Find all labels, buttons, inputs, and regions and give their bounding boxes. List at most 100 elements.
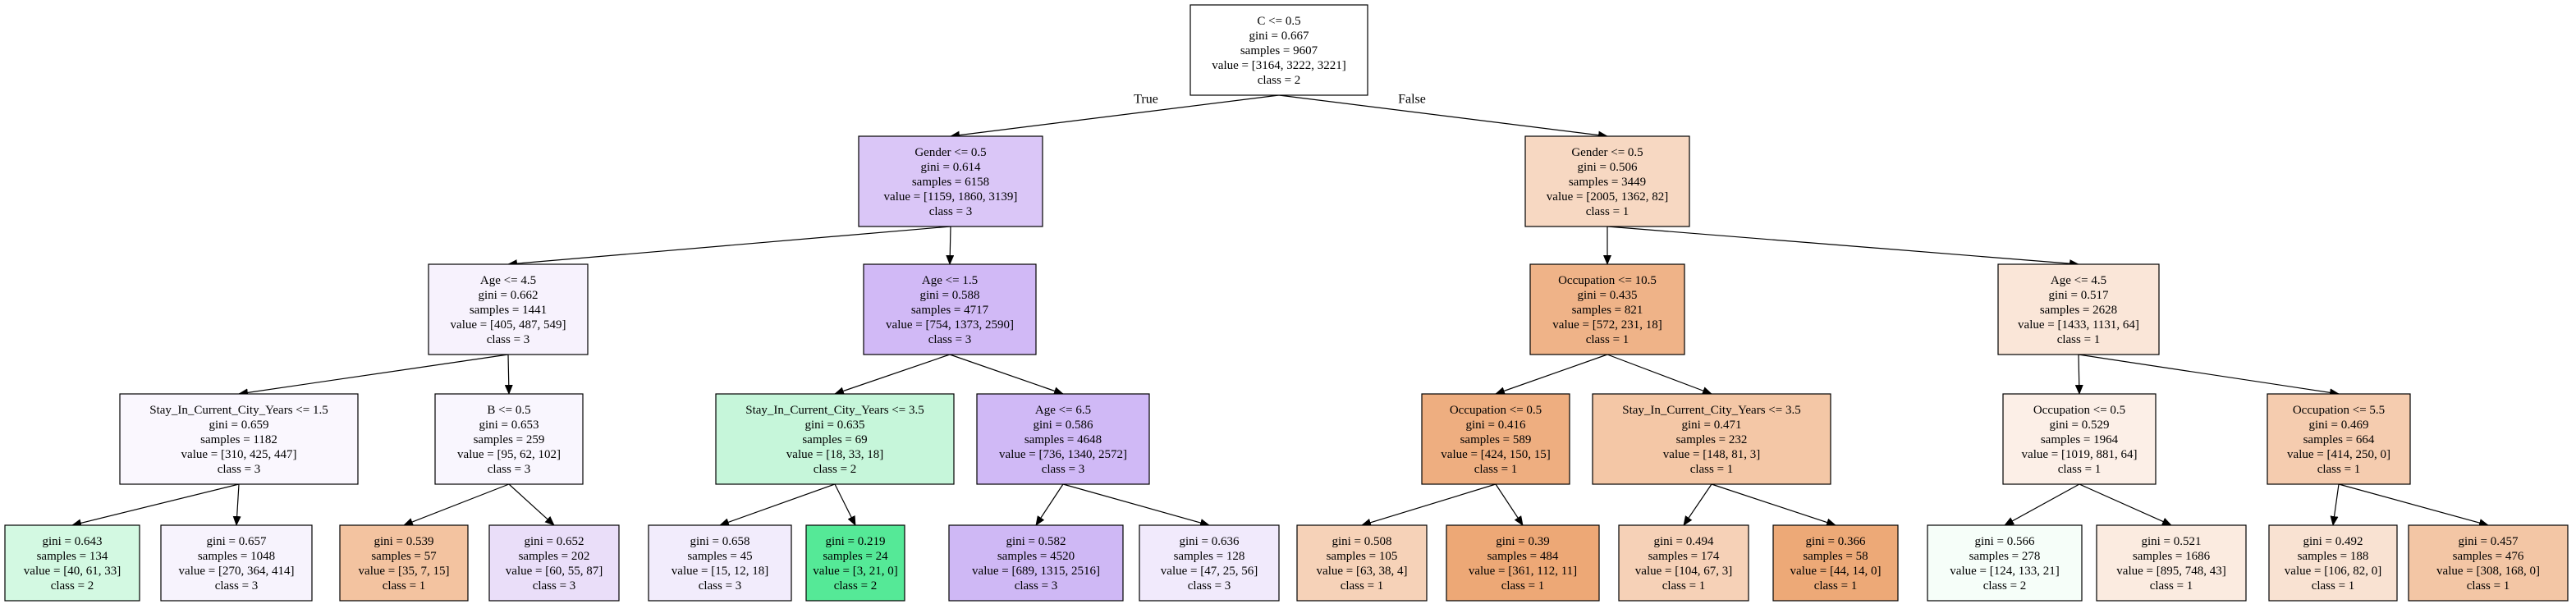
node-line: value = [15, 12, 18]	[672, 565, 768, 578]
node-box	[2408, 524, 2569, 602]
node-line: value = [270, 364, 414]	[179, 565, 295, 578]
edge-n0-n2	[1278, 94, 1608, 140]
node-line: samples = 188	[2298, 550, 2369, 563]
node-line: samples = 45	[687, 550, 752, 563]
node-line: value = [124, 133, 21]	[1950, 565, 2059, 578]
node-line: gini = 0.588	[919, 289, 979, 302]
node-box	[488, 524, 620, 602]
node-line: class = 3	[218, 463, 261, 476]
node-line: samples = 484	[1487, 550, 1559, 563]
node-line: class = 3	[928, 333, 972, 346]
node-line: samples = 174	[1648, 550, 1720, 563]
edge-n4-n9	[834, 354, 951, 396]
node-box	[1139, 524, 1280, 602]
node-line: samples = 202	[519, 550, 590, 563]
node-line: class = 2	[1983, 579, 2027, 593]
edge-n7-n16	[232, 483, 241, 526]
edge-n9-n20	[834, 483, 856, 526]
node-line: gini = 0.659	[209, 419, 268, 432]
node-line: gini = 0.586	[1033, 419, 1093, 432]
node-line: gini = 0.657	[206, 535, 267, 548]
node-line: samples = 476	[2453, 550, 2524, 563]
node-line: gini = 0.653	[479, 419, 539, 432]
node-line: gini = 0.529	[2049, 419, 2109, 432]
node-line: value = [106, 82, 0]	[2285, 565, 2381, 578]
node-line: class = 3	[1042, 463, 1085, 476]
node-line: gini = 0.366	[1805, 535, 1866, 548]
node-line: gini = 0.494	[1653, 535, 1714, 548]
node-line: gini = 0.658	[690, 535, 749, 548]
node-line: gini = 0.667	[1249, 30, 1309, 43]
edge-n13-n28	[2079, 483, 2172, 526]
node-line: class = 1	[1662, 579, 1706, 593]
node-box	[1421, 393, 1570, 485]
node-box	[858, 135, 1043, 227]
node-line: class = 1	[2317, 463, 2361, 476]
node-line: samples = 1686	[2133, 550, 2211, 563]
node-line: class = 1	[2150, 579, 2193, 593]
edge-n8-n18	[508, 483, 555, 526]
tree-node-n19: gini = 0.658 samples = 45 value = [15, 12,…	[648, 524, 792, 602]
edge-n6-n14	[2078, 354, 2340, 397]
node-line: class = 1	[2312, 579, 2355, 593]
node-line: Occupation <= 10.5	[1558, 274, 1657, 287]
edge-n2-n6	[1607, 226, 2079, 268]
node-box	[805, 524, 905, 602]
node-line: gini = 0.635	[804, 419, 864, 432]
edge-n10-n21	[1035, 483, 1064, 526]
node-line: class = 2	[814, 463, 857, 476]
node-line: value = [35, 7, 15]	[359, 565, 450, 578]
node-line: gini = 0.506	[1577, 161, 1638, 174]
node-line: class = 1	[2467, 579, 2510, 593]
node-box	[976, 393, 1150, 485]
node-line: samples = 4648	[1024, 433, 1102, 446]
edge-n12-n26	[1711, 483, 1836, 527]
node-line: class = 1	[1690, 463, 1734, 476]
node-line: Stay_In_Current_City_Years <= 3.5	[745, 404, 924, 417]
node-line: class = 3	[1188, 579, 1231, 593]
node-line: class = 2	[834, 579, 878, 593]
node-box	[863, 263, 1037, 355]
edge-n1-n4	[946, 226, 955, 265]
node-line: gini = 0.435	[1577, 289, 1637, 302]
node-line: value = [414, 250, 0]	[2287, 448, 2390, 461]
node-line: value = [44, 14, 0]	[1790, 565, 1882, 578]
edge-n5-n11	[1495, 354, 1608, 396]
node-box	[1927, 524, 2083, 602]
node-line: class = 1	[383, 579, 426, 593]
node-box	[648, 524, 792, 602]
node-line: Stay_In_Current_City_Years <= 3.5	[1622, 404, 1800, 417]
node-line: gini = 0.539	[374, 535, 433, 548]
node-line: samples = 1441	[470, 304, 547, 317]
node-line: samples = 105	[1327, 550, 1398, 563]
node-box	[2268, 524, 2398, 602]
node-line: value = [18, 33, 18]	[786, 448, 883, 461]
node-line: value = [1433, 1131, 64]	[2018, 318, 2139, 332]
node-line: samples = 1048	[198, 550, 275, 563]
node-line: samples = 664	[2303, 433, 2375, 446]
node-line: value = [60, 55, 87]	[506, 565, 603, 578]
node-line: class = 1	[1474, 463, 1518, 476]
node-line: class = 2	[51, 579, 94, 593]
node-line: gini = 0.614	[920, 161, 981, 174]
node-line: gini = 0.566	[1974, 535, 2035, 548]
node-line: class = 1	[1501, 579, 1545, 593]
node-line: samples = 2628	[2040, 304, 2117, 317]
node-box	[948, 524, 1124, 602]
node-line: value = [689, 1315, 2516]	[972, 565, 1100, 578]
node-box	[1189, 4, 1368, 96]
node-line: samples = 3449	[1569, 176, 1646, 189]
node-line: samples = 4717	[911, 304, 989, 317]
node-line: gini = 0.471	[1681, 419, 1741, 432]
node-line: samples = 24	[823, 550, 888, 563]
